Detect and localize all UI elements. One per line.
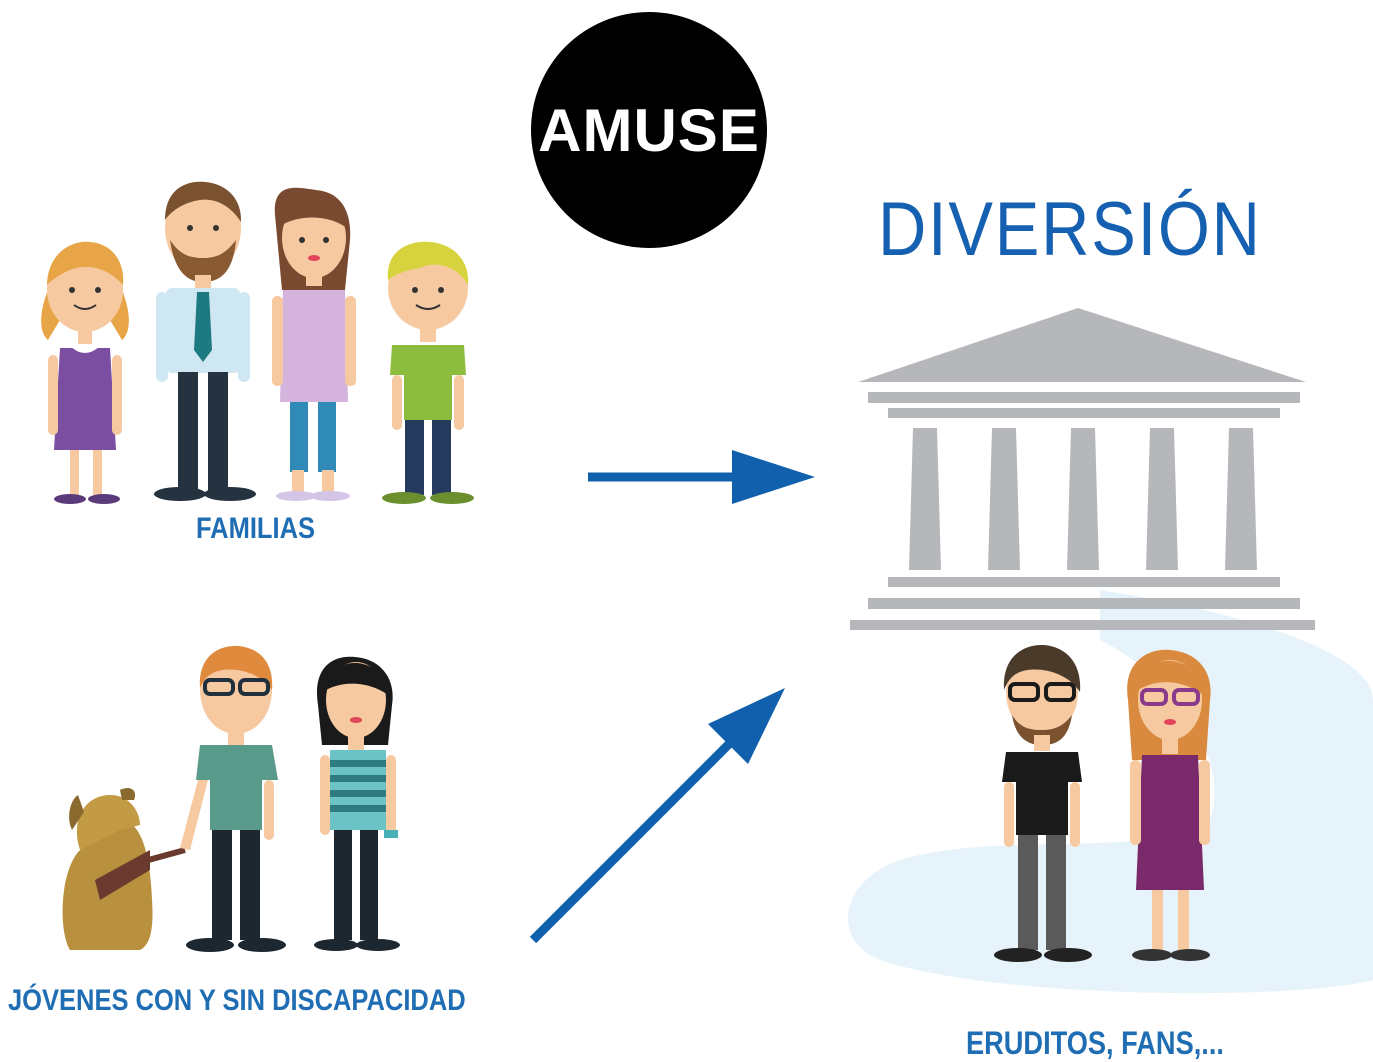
scholar-man-figure [994,644,1092,962]
arrow-right-icon [588,450,815,504]
amuse-logo: AMUSE [531,12,767,248]
family-girl-figure [41,241,129,504]
diagram-title: DIVERSIÓN [878,187,1262,272]
familias-label: FAMILIAS [196,512,315,545]
background-swirl [847,590,1373,994]
scholar-woman-figure [1127,649,1211,961]
arrow-diagonal-icon [529,688,785,944]
family-father-figure [154,181,256,501]
guide-dog-icon [62,788,186,950]
youth-woman-figure [314,656,400,951]
jovenes-label: JÓVENES CON Y SIN DISCAPACIDAD [8,984,466,1017]
logo-text: AMUSE [538,96,760,164]
museum-temple-icon [850,308,1315,630]
family-boy-figure [382,241,474,504]
eruditos-label: ERUDITOS, FANS,... [966,1025,1224,1061]
family-mother-figure [272,187,356,501]
youth-man-glasses-figure [180,645,286,952]
